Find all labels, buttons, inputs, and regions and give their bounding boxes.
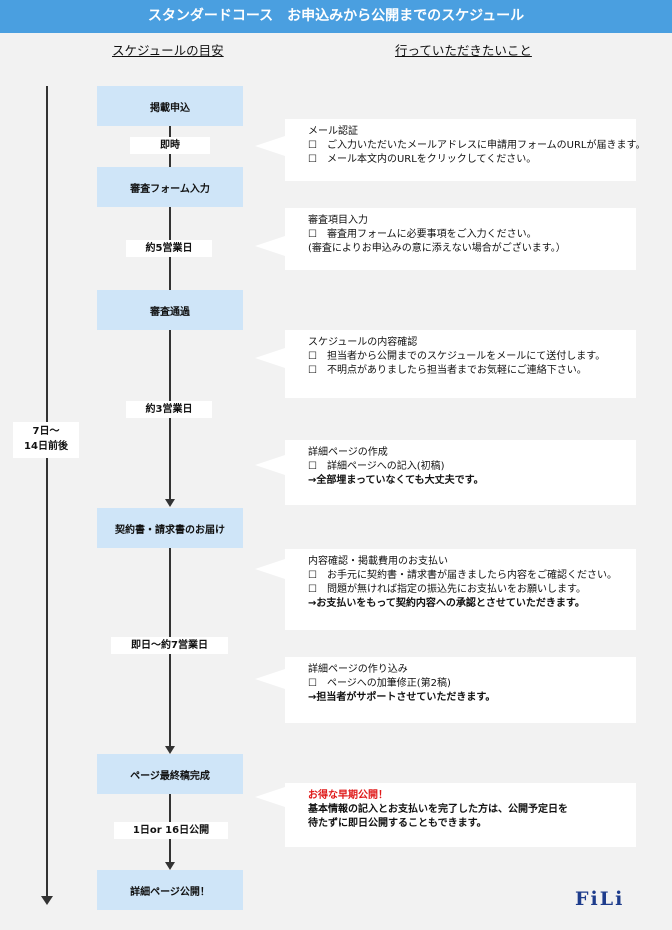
- card-pointer: [255, 455, 285, 475]
- card-pointer: [255, 559, 285, 579]
- card-title: 詳細ページの作成: [308, 447, 388, 458]
- card-note: 待たずに即日公開することもできます。: [308, 818, 487, 829]
- card-item: ☐ 審査用フォームに必要事項をご入力ください。: [308, 229, 537, 240]
- stage-label: 契約書・請求書のお届け: [115, 524, 225, 536]
- stage-label: 掲載申込: [150, 102, 190, 114]
- card-title: 審査項目入力: [308, 215, 368, 226]
- overall-duration-label: 7日～ 14日前後: [13, 422, 79, 458]
- card-pointer: [255, 669, 285, 689]
- card-note: →担当者がサポートさせていただきます。: [308, 692, 496, 703]
- card-pointer: [255, 787, 285, 807]
- early-publish-highlight: お得な早期公開！: [308, 790, 388, 801]
- task-card-payment: 内容確認・掲載費用のお支払い ☐ お手元に契約書・請求書が届きましたら内容をご確…: [255, 549, 636, 630]
- todo-column-header: 行っていただきたいこと: [395, 43, 532, 58]
- duration-label: 約3営業日: [126, 401, 212, 418]
- card-title: 内容確認・掲載費用のお支払い: [308, 556, 448, 567]
- flow-arrowhead: [165, 862, 175, 870]
- card-note: (審査によりお申込みの意に添えない場合がございます。）: [308, 243, 566, 254]
- card-note: 基本情報の記入とお支払いを完了した方は、公開予定日を: [308, 804, 568, 815]
- card-note: →お支払いをもって契約内容への承認とさせていただきます。: [308, 598, 585, 609]
- flow-arrowhead: [165, 499, 175, 507]
- duration-label: 即時: [130, 137, 210, 154]
- card-item: ☐ 不明点がありましたら担当者までお気軽にご連絡下さい。: [308, 365, 587, 376]
- stage-label: 審査フォーム入力: [130, 183, 210, 195]
- card-item: ☐ お手元に契約書・請求書が届きましたら内容をご確認ください。: [308, 570, 617, 581]
- stage-label: ページ最終稿完成: [130, 770, 210, 782]
- task-card-early-publish: お得な早期公開！ 基本情報の記入とお支払いを完了した方は、公開予定日を 待たずに…: [255, 783, 636, 847]
- task-card-page-creation: 詳細ページの作成 ☐ 詳細ページへの記入(初稿) →全部埋まっていなくても大丈夫…: [255, 440, 636, 505]
- fili-logo: FiLi: [575, 888, 625, 910]
- flow-arrowhead: [165, 746, 175, 754]
- schedule-column-header: スケジュールの目安: [112, 43, 224, 58]
- card-pointer: [255, 136, 285, 156]
- stage-page-published: 詳細ページ公開！: [97, 870, 243, 910]
- duration-label: 即日～約7営業日: [111, 637, 228, 654]
- card-title: メール認証: [308, 126, 358, 137]
- task-card-page-refinement: 詳細ページの作り込み ☐ ページへの加筆修正(第2稿) →担当者がサポートさせて…: [255, 657, 636, 723]
- card-item: ☐ ページへの加筆修正(第2稿): [308, 678, 451, 689]
- card-item: ☐ メール本文内のURLをクリックしてください。: [308, 154, 537, 165]
- stage-final-draft: ページ最終稿完成: [97, 754, 243, 794]
- card-item: ☐ 問題が無ければ指定の振込先にお支払いをお願いします。: [308, 584, 586, 595]
- task-card-schedule-confirmation: スケジュールの内容確認 ☐ 担当者から公開までのスケジュールをメールにて送付しま…: [255, 330, 636, 398]
- card-item: ☐ ご入力いただいたメールアドレスに申請用フォームのURLが届きます。: [308, 140, 646, 151]
- duration-label: 1日or 16日公開: [114, 822, 228, 839]
- stage-contract-delivery: 契約書・請求書のお届け: [97, 508, 243, 548]
- card-note: →全部埋まっていなくても大丈夫です。: [308, 475, 484, 486]
- stage-screening-form: 審査フォーム入力: [97, 167, 243, 207]
- duration-label: 約5営業日: [126, 240, 212, 257]
- overall-duration-line2: 14日前後: [24, 441, 68, 452]
- card-pointer: [255, 236, 285, 256]
- stage-label: 詳細ページ公開！: [130, 886, 210, 898]
- stage-screening-passed: 審査通過: [97, 290, 243, 330]
- card-title: スケジュールの内容確認: [308, 337, 418, 348]
- stage-application: 掲載申込: [97, 86, 243, 126]
- overall-timeline-line: [46, 86, 48, 898]
- page-banner: スタンダードコース お申込みから公開までのスケジュール: [0, 0, 672, 33]
- card-pointer: [255, 348, 285, 368]
- card-item: ☐ 詳細ページへの記入(初稿): [308, 461, 445, 472]
- stage-label: 審査通過: [150, 306, 190, 318]
- overall-duration-line1: 7日～: [32, 426, 60, 437]
- task-card-email-verification: メール認証 ☐ ご入力いただいたメールアドレスに申請用フォームのURLが届きます…: [255, 119, 646, 181]
- card-item: ☐ 担当者から公開までのスケジュールをメールにて送付します。: [308, 351, 606, 362]
- task-card-screening-input: 審査項目入力 ☐ 審査用フォームに必要事項をご入力ください。 (審査によりお申込…: [255, 208, 636, 270]
- overall-timeline-arrowhead: [41, 896, 53, 905]
- card-title: 詳細ページの作り込み: [308, 664, 408, 675]
